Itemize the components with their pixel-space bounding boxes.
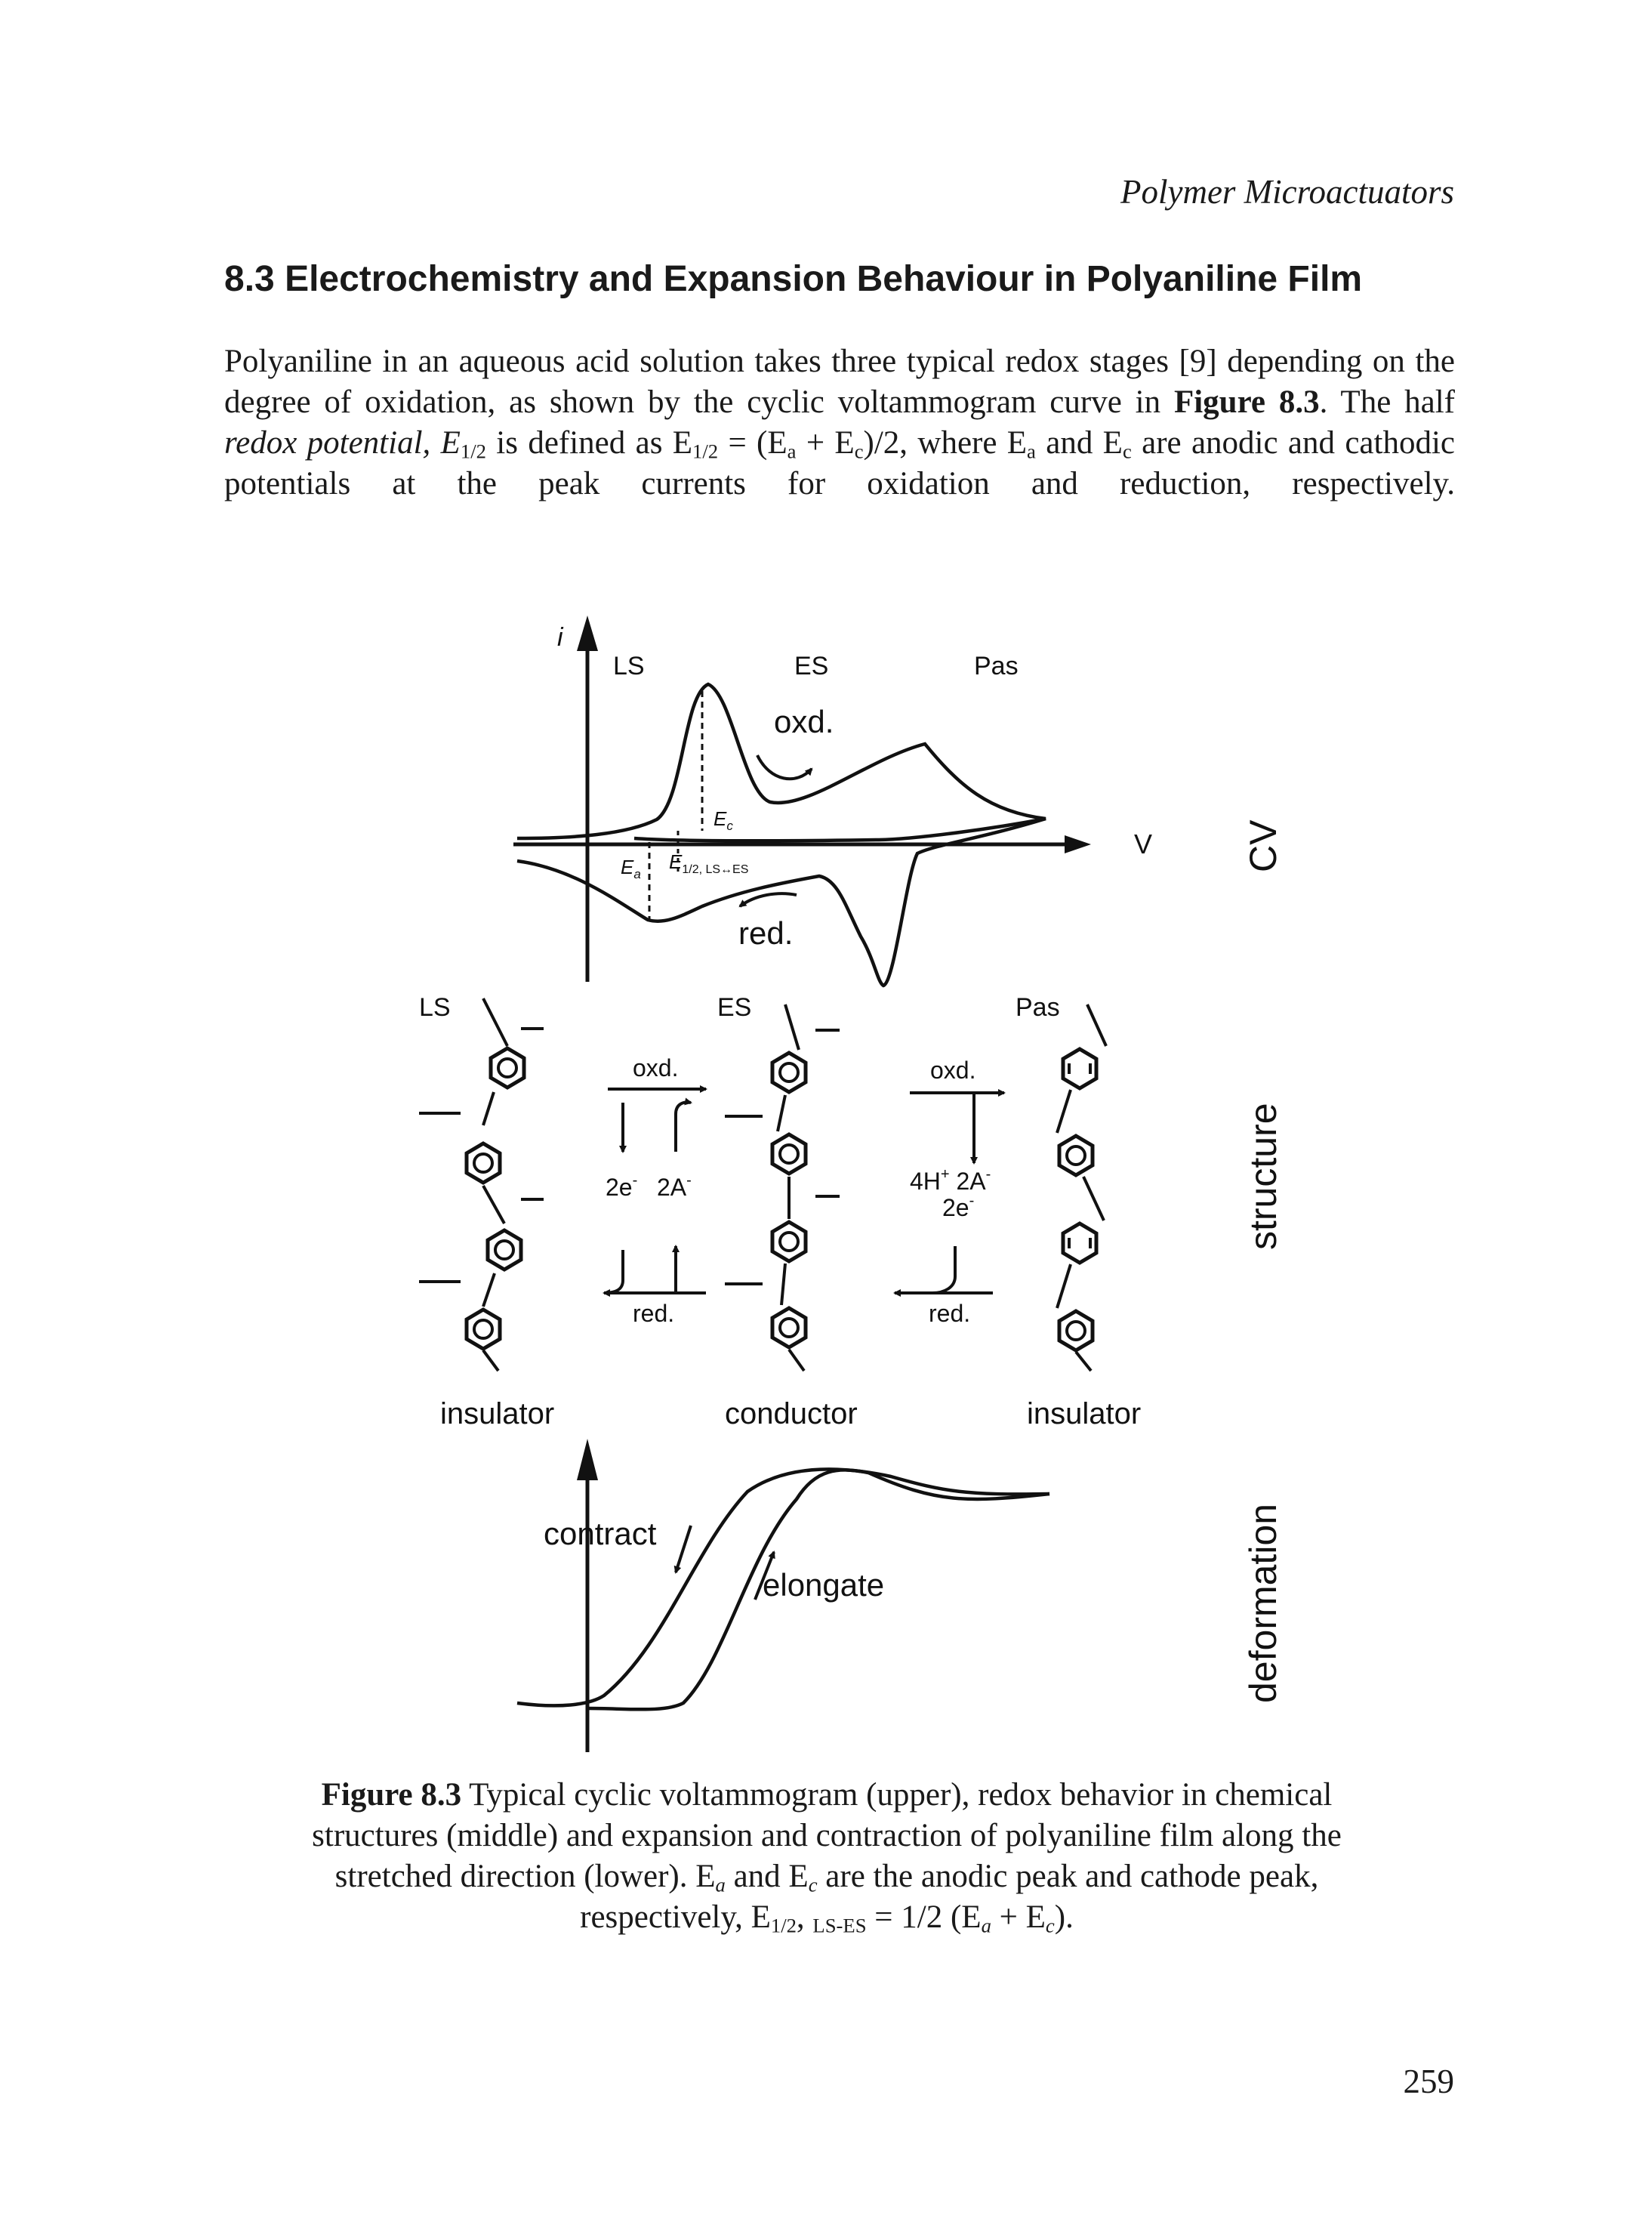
contraction-curve [516,1467,1050,1708]
caption-line-2: structures (middle) and expansion and co… [312,1818,1342,1853]
pas-state-insulator: insulator [1027,1397,1141,1430]
e-half-label: E1/2, LS↔ES [669,850,748,876]
structure-stage-ls: LS [419,993,451,1022]
elongate-arrow [754,1551,775,1600]
running-header: Polymer Microactuators [1120,173,1454,211]
cv-side-label: CV [1242,819,1284,872]
structure-stage-es: ES [717,993,751,1022]
cv-stage-pas: Pas [974,652,1019,680]
electron-uptake-arrow [603,1250,624,1294]
figure-reference-link[interactable]: Figure 8.3 [1173,384,1320,420]
ec-label: Ec [714,807,733,833]
cv-panel: i V LS ES Pas Ec Ea E1/2, LS↔ES oxd. red… [513,616,1284,988]
ea-label: Ea [621,856,641,881]
ls-es-anions: 2A- [657,1172,692,1201]
cv-oxidation-label: oxd. [774,704,834,739]
potential-axis-arrowhead [1065,835,1091,853]
contract-label: contract [544,1516,657,1551]
leucoemeraldine-chain [419,998,544,1372]
es-pas-oxd-label: oxd. [930,1057,975,1084]
es-pas-electrons: 2e- [942,1193,974,1221]
cv-oxidation-branch [516,682,1046,843]
es-state-conductor: conductor [725,1397,858,1430]
section-heading: 8.3 Electrochemistry and Expansion Behav… [224,259,1363,299]
paragraph-line-3: redox potential, E1/2 is defined as E1/2… [224,425,1455,463]
body-paragraph: Polyaniline in an aqueous acid solution … [224,341,1455,505]
cv-reduction-branch [516,816,1046,988]
oxidation-sweep-arrow [756,754,813,781]
cv-reduction-label: red. [738,915,793,951]
cv-stage-es: ES [794,652,828,680]
current-axis-arrowhead [577,616,598,651]
contract-arrow [673,1525,692,1574]
deformation-panel: contract elongate deformation [516,1439,1284,1752]
paragraph-line-1: Polyaniline in an aqueous acid solution … [224,344,1455,379]
ls-es-red-label: red. [633,1300,674,1327]
paragraph-line-4: potentials at the peak currents for oxid… [224,466,1455,501]
figure-caption: Figure 8.3 Typical cyclic voltammogram (… [249,1775,1404,1938]
emeraldine-salt-chain [725,1004,840,1372]
elongate-label: elongate [763,1567,884,1603]
ls-es-oxd-label: oxd. [633,1054,678,1082]
caption-line-4: respectively, E1/2, LS-ES = 1/2 (Ea + Ec… [580,1899,1074,1937]
caption-label: Figure 8.3 [321,1777,462,1813]
elongation-curve [588,1468,1050,1711]
page-number: 259 [1403,2063,1455,2100]
deformation-axis-arrowhead [577,1439,598,1480]
deformation-side-label: deformation [1242,1504,1284,1703]
structure-side-label: structure [1242,1103,1284,1250]
es-pas-protons-anions: 4H+ 2A- [910,1166,991,1195]
anion-uptake-arrow [674,1097,692,1152]
ls-state-insulator: insulator [440,1397,554,1430]
potential-axis-label: V [1134,828,1152,859]
caption-line-3: stretched direction (lower). Ea and Ec a… [334,1859,1319,1896]
proton-uptake-arrow [932,1246,957,1294]
es-pas-red-label: red. [929,1300,970,1327]
reduction-sweep-arrow [738,892,797,908]
pernigraniline-chain [1056,1004,1108,1372]
paragraph-line-2: degree of oxidation, as shown by the cyc… [224,384,1455,420]
ls-es-electrons: 2e- [606,1172,637,1201]
current-axis-label: i [557,623,564,652]
structure-stage-pas: Pas [1016,993,1060,1022]
structure-panel: LS ES Pas [419,993,1284,1430]
caption-line-1: Figure 8.3 Typical cyclic voltammogram (… [321,1777,1333,1813]
cv-stage-ls: LS [613,652,645,680]
